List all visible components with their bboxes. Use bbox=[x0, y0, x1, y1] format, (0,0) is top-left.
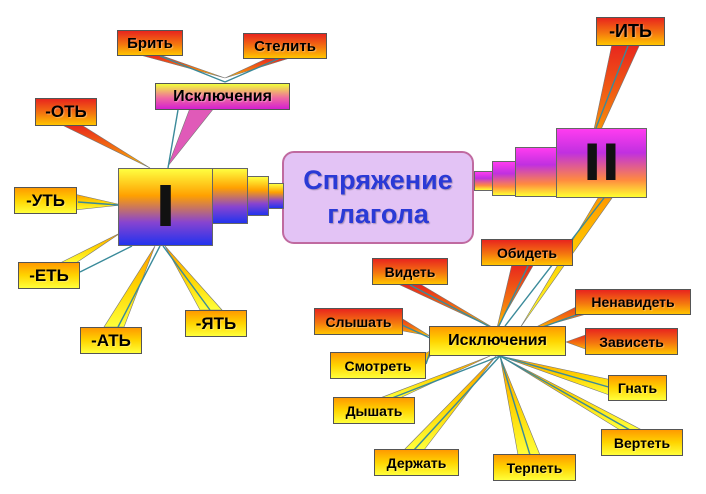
group2-exceptions-label: Исключения bbox=[429, 326, 566, 356]
ray-exc1-stelit bbox=[224, 57, 281, 83]
tail-terpet bbox=[499, 355, 541, 456]
ray-vertet bbox=[499, 355, 631, 431]
group1-tube-3 bbox=[247, 176, 269, 216]
group1-numeral: I bbox=[155, 174, 176, 240]
tail-exc1 bbox=[167, 107, 215, 167]
ray-et bbox=[79, 245, 133, 273]
group2-tube-2 bbox=[515, 147, 557, 197]
exception-vertet: Вертеть bbox=[601, 429, 683, 456]
group1-exception-stelit: Стелить bbox=[243, 33, 327, 59]
ray-it bbox=[595, 45, 629, 129]
group2-numeral: II bbox=[582, 134, 621, 192]
ray-yat bbox=[162, 245, 211, 311]
ending-it: -ИТЬ bbox=[596, 17, 665, 46]
exception-dyshat: Дышать bbox=[333, 397, 415, 424]
exception-zaviset: Зависеть bbox=[585, 328, 678, 355]
ray-ut bbox=[77, 201, 119, 206]
group1-tube-2 bbox=[212, 168, 248, 224]
tail-brit bbox=[139, 54, 226, 79]
exception-smotret: Смотреть bbox=[330, 352, 426, 379]
ray-slyshat bbox=[401, 324, 431, 339]
exception-videt: Видеть bbox=[372, 258, 448, 285]
tail-et bbox=[59, 231, 123, 264]
ray-dyshat bbox=[391, 355, 501, 399]
exception-terpet: Терпеть bbox=[493, 454, 576, 481]
title-line-2: глагола bbox=[327, 198, 429, 229]
ray-at bbox=[117, 245, 161, 328]
ending-ot: -ОТЬ bbox=[35, 98, 97, 126]
ray-terpet bbox=[499, 355, 531, 456]
ending-ut: -УТЬ bbox=[14, 187, 77, 214]
ray-gnat bbox=[499, 355, 613, 389]
tail-at bbox=[103, 245, 156, 328]
group2-tube-3 bbox=[492, 161, 518, 196]
group2-tube-4 bbox=[474, 171, 494, 191]
ray-exc1-brit bbox=[159, 55, 226, 83]
ending-et: -ЕТЬ bbox=[18, 262, 80, 289]
title-line-1: Спряжение bbox=[303, 164, 453, 195]
exception-derzhat: Держать bbox=[374, 449, 459, 476]
tail-ot bbox=[59, 123, 151, 169]
exception-obidet: Обидеть bbox=[481, 239, 573, 266]
group1-tube-1 bbox=[118, 168, 213, 246]
ray-exc1-stem bbox=[167, 109, 179, 169]
group1-exceptions-label: Исключения bbox=[155, 83, 290, 110]
exception-gnat: Гнать bbox=[608, 375, 667, 401]
ending-yat: -ЯТЬ bbox=[185, 310, 247, 337]
group2-tube-1 bbox=[556, 128, 647, 198]
ray-videt bbox=[409, 284, 493, 329]
ray-obidet bbox=[497, 265, 529, 329]
group1-tube-4 bbox=[268, 183, 284, 209]
title-box: Спряжение глагола bbox=[282, 151, 474, 244]
ray-derzhat bbox=[413, 355, 501, 451]
exception-slyshat: Слышать bbox=[314, 308, 403, 335]
tail-yat bbox=[164, 245, 223, 311]
exception-nenavidet: Ненавидеть bbox=[575, 289, 691, 315]
group1-exception-brit: Брить bbox=[117, 30, 183, 56]
ending-at: -АТЬ bbox=[80, 327, 142, 354]
